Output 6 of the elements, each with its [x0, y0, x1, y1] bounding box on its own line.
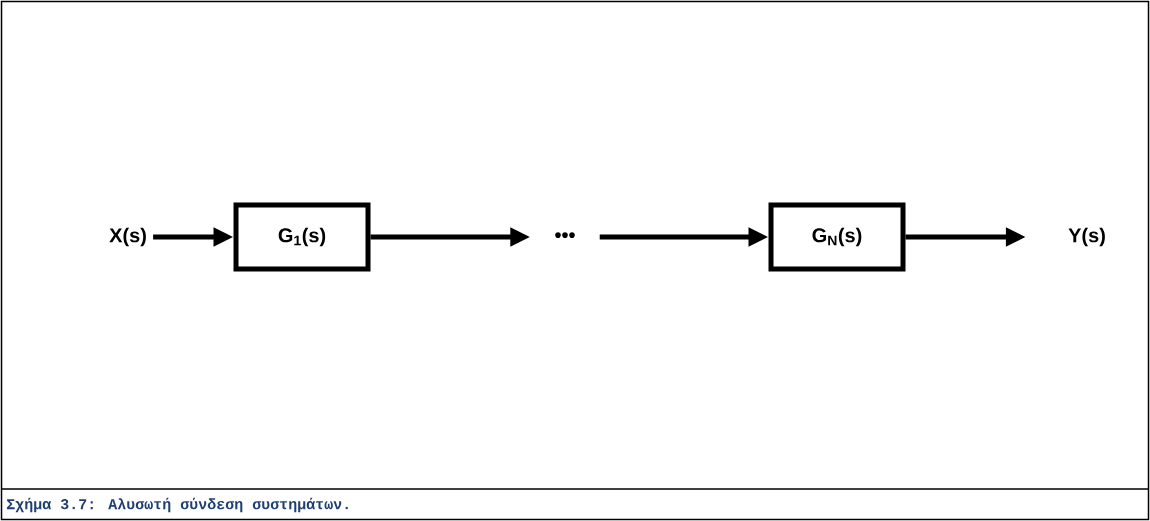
- signal-label: Y(s): [1068, 227, 1105, 247]
- block-box: G$_{N}$(s): [768, 202, 906, 272]
- signal-label: X(s): [109, 227, 146, 247]
- ellipsis-dots: •••: [555, 232, 575, 238]
- block-box: G$_{1}$(s): [233, 202, 371, 272]
- figure-caption: Σχήμα 3.7: Αλυσωτή σύνδεση συστημάτων.: [6, 497, 348, 513]
